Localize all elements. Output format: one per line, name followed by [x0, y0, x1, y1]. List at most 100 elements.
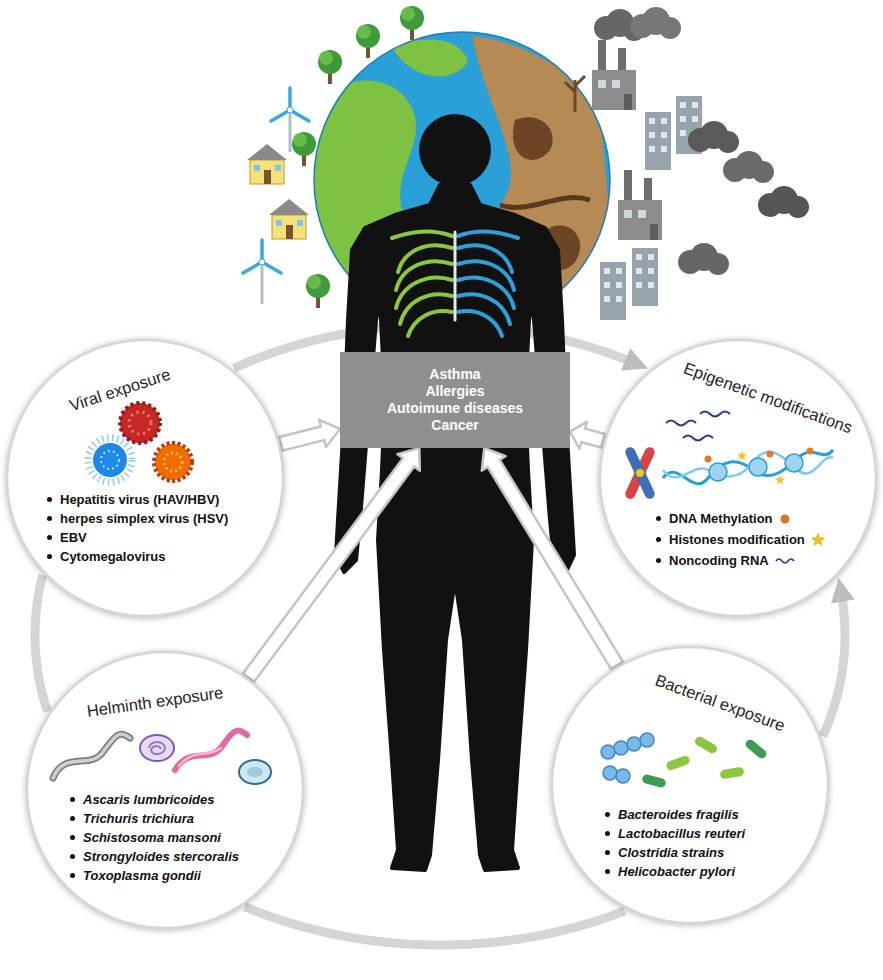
bullet-text: Histones modification	[669, 529, 805, 550]
polluted-city	[592, 40, 636, 110]
bullet-row: Schistosoma mansoni	[70, 828, 239, 847]
bullet-dot	[605, 812, 610, 817]
virus-icons	[155, 444, 191, 480]
exposure-circle: Viral exposureHepatitis virus (HAV/HBV)h…	[5, 338, 285, 618]
epigenetic-icons	[807, 448, 814, 455]
epigenetic-icons	[767, 451, 774, 458]
bacteria-icons	[641, 774, 667, 789]
bullet-dot	[605, 850, 610, 855]
condition-text: Allergies	[356, 383, 554, 400]
bacteria-icons	[601, 745, 615, 759]
circle-shape	[27, 652, 303, 928]
epigenetic-icons	[663, 450, 833, 484]
bullet-list: DNA MethylationHistones modificationNonc…	[656, 508, 825, 571]
bullet-text: Toxoplasma gondii	[83, 866, 201, 885]
green-city	[269, 199, 309, 239]
epigenetic-icons	[666, 421, 696, 426]
ribcage	[458, 261, 514, 290]
bullet-row: Hepatitis virus (HAV/HBV)	[47, 490, 228, 509]
green-city	[247, 144, 287, 184]
ribcage	[458, 245, 512, 272]
bullet-dot	[70, 854, 75, 859]
bullet-text: Lactobacillus reuteri	[618, 824, 745, 843]
polluted-city	[688, 121, 739, 153]
bullet-list: Bacteroides fragilisLactobacillus reuter…	[605, 805, 745, 881]
helminth-icons	[247, 767, 263, 777]
bacteria-icons	[665, 735, 744, 779]
histone-mark	[811, 533, 825, 547]
polluted-city	[723, 151, 774, 183]
bullet-dot	[605, 869, 610, 874]
virus-icons	[88, 438, 132, 482]
epigenetic-icons	[709, 463, 727, 481]
globe	[392, 39, 468, 76]
bullet-row: EBV	[47, 528, 228, 547]
hollow-arrow	[570, 422, 605, 449]
bullet-text: Bacteroides fragilis	[618, 805, 739, 824]
bullet-text: Helicobacter pylori	[618, 862, 735, 881]
ribcage	[408, 311, 452, 336]
bullet-list: Hepatitis virus (HAV/HBV)herpes simplex …	[47, 490, 228, 566]
bacteria-icons	[719, 766, 744, 779]
globe	[500, 198, 590, 208]
green-city	[356, 24, 380, 58]
epigenetic-icons	[749, 458, 767, 476]
polluted-city	[600, 262, 626, 320]
virus-icons	[154, 443, 192, 481]
bacteria-icons	[614, 741, 628, 755]
epigenetic-circle: Epigenetic modificationsDNA MethylationH…	[598, 338, 878, 618]
globe	[513, 117, 553, 160]
bullet-row: Ascaris lumbricoides	[70, 790, 239, 809]
bacteria-icons	[616, 769, 630, 783]
ribcage	[392, 232, 452, 336]
bullet-row: Bacteroides fragilis	[605, 805, 745, 824]
condition-text: Asthma	[356, 366, 554, 383]
bullet-text: herpes simplex virus (HSV)	[60, 509, 228, 528]
bullet-dot	[47, 516, 52, 521]
methylation-mark	[779, 513, 791, 525]
circle-shape	[600, 340, 876, 616]
ribcage	[392, 232, 518, 336]
bullet-dot	[70, 873, 75, 878]
bullet-row: Strongyloides stercoralis	[70, 847, 239, 866]
bullet-text: Schistosoma mansoni	[83, 828, 221, 847]
human-silhouette	[336, 114, 574, 870]
polluted-city	[630, 7, 681, 39]
circle-shape	[7, 340, 283, 616]
polluted-city	[565, 76, 585, 112]
rna-mark	[776, 559, 794, 563]
outcome-box: AsthmaAllergiesAutoimune diseasesCancer	[340, 352, 570, 448]
ribcage	[458, 311, 502, 336]
polluted-city	[758, 186, 809, 218]
circle-shape	[552, 647, 828, 923]
epigenetic-icons	[785, 454, 803, 472]
bullet-row: Cytomegalovirus	[47, 547, 228, 566]
bullet-dot	[47, 554, 52, 559]
epigenetic-icons	[737, 451, 747, 460]
bullet-row: herpes simplex virus (HSV)	[47, 509, 228, 528]
helminth-icons	[53, 734, 130, 778]
helminth-icons	[175, 731, 247, 770]
epigenetic-icons	[663, 452, 833, 477]
epigenetic-icons	[683, 436, 713, 441]
virus-icons	[129, 412, 151, 434]
cycle-arrow	[823, 594, 845, 736]
virus-icons	[93, 443, 127, 477]
green-city	[243, 240, 281, 304]
bullet-dot	[47, 535, 52, 540]
ribcage	[398, 245, 452, 272]
exposure-circle: Bacterial exposureBacteroides fragilisLa…	[550, 645, 830, 925]
bullet-row: Clostridia strains	[605, 843, 745, 862]
epigenetic-icons	[636, 469, 644, 477]
bullet-dot	[656, 537, 661, 542]
epigenetic-icons	[666, 412, 730, 441]
bullet-text: Strongyloides stercoralis	[83, 847, 239, 866]
bullet-row: Trichuris trichiura	[70, 809, 239, 828]
bullet-dot	[656, 516, 661, 521]
ribcage	[458, 232, 518, 336]
histone-mark	[812, 533, 824, 545]
methylation-mark	[780, 514, 789, 523]
bullet-dot	[47, 497, 52, 502]
bacteria-icons	[640, 733, 654, 747]
